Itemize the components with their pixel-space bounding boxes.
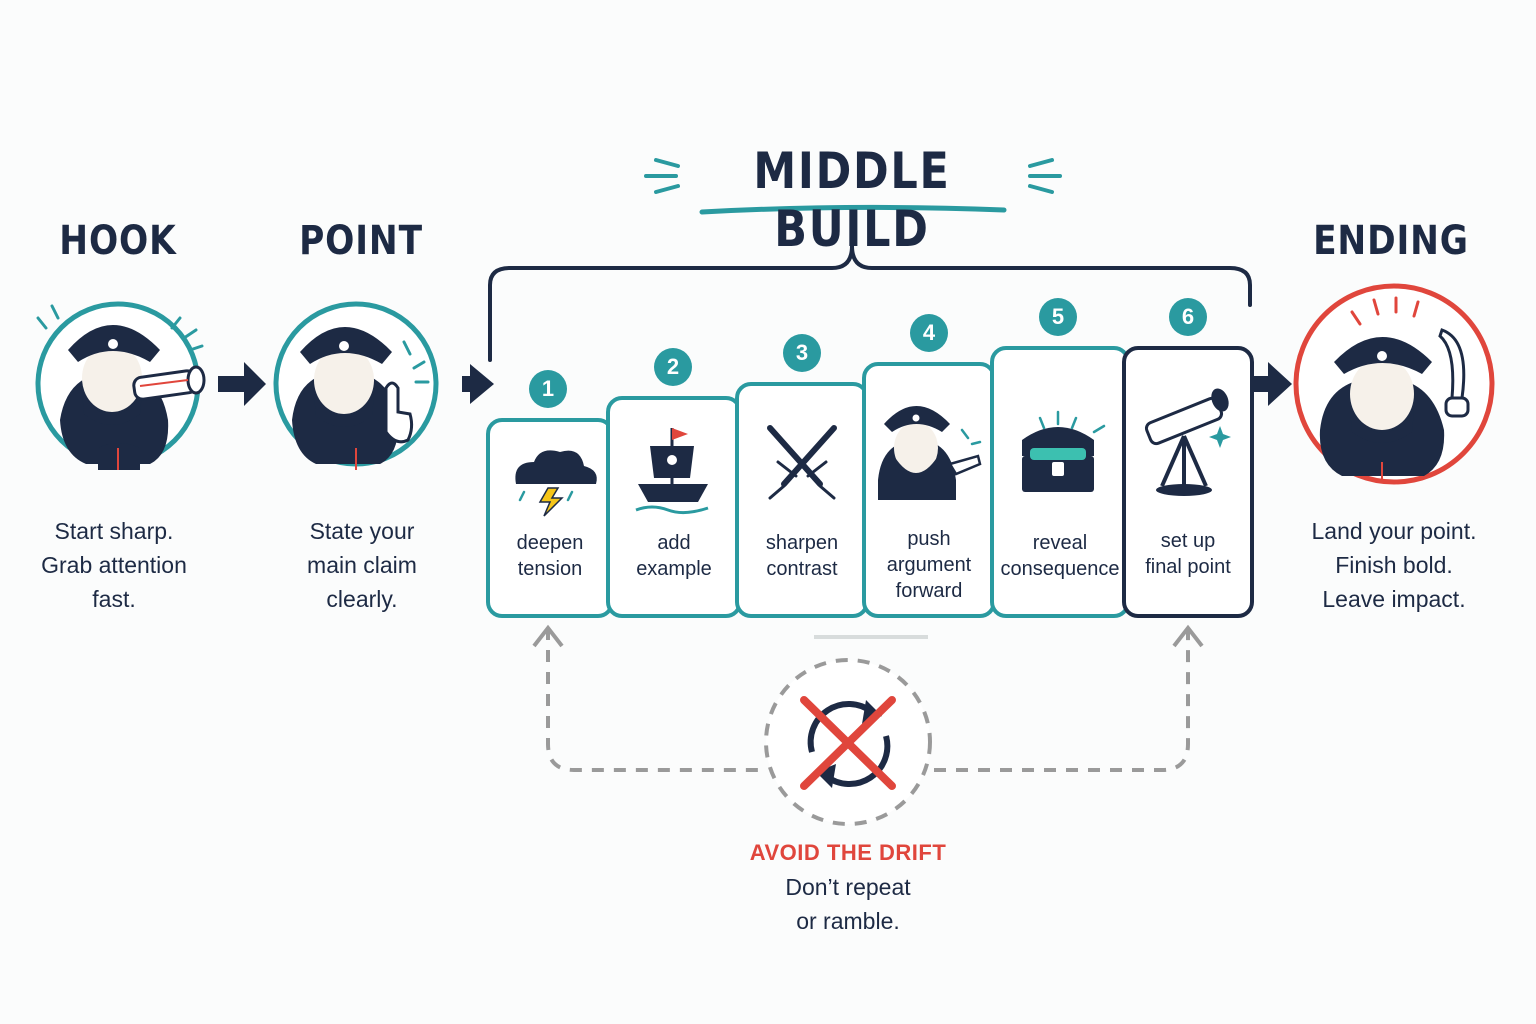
step-badge-4: 4 [910,314,948,352]
treasure-chest-icon [1022,410,1106,492]
hook-caption: Start sharp. Grab attention fast. [41,518,187,612]
point-pirate-portrait [273,301,439,470]
pointing-pirate-icon [878,406,982,500]
telescope-icon [1144,388,1231,496]
crossed-swords-icon [767,425,837,500]
pirate-ship-icon [635,428,709,515]
step-badge-3: 3 [783,334,821,372]
ending-title: ENDING [1313,218,1469,264]
crossed-out-loop-icon [800,696,896,790]
step-badge-1: 1 [529,370,567,408]
middle-bracket [488,232,1252,362]
storm-cloud-icon [515,450,597,517]
hook-title: HOOK [59,218,177,264]
flow-arrows [218,362,1292,406]
drift-title: AVOID THE DRIFT [749,840,947,865]
ending-pirate-portrait [1293,283,1495,485]
hook-pirate-portrait [35,301,206,470]
drift-caption: Don’t repeat or ramble. [785,874,911,934]
step-card-1 [486,418,614,618]
point-title: POINT [299,218,423,264]
step-badge-5: 5 [1039,298,1077,336]
step-badge-2: 2 [654,348,692,386]
middle-build-title: MIDDLE BUILD [753,142,951,258]
step-badge-6: 6 [1169,298,1207,336]
middle-title-decoration [644,158,1062,215]
ending-caption: Land your point. Finish bold. Leave impa… [1311,518,1477,612]
point-caption: State your main claim clearly. [307,518,417,612]
